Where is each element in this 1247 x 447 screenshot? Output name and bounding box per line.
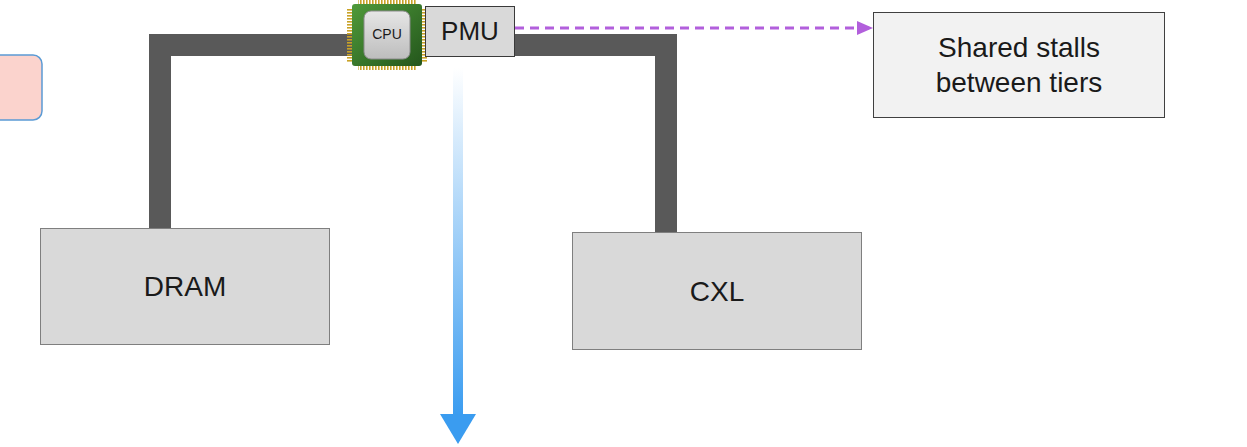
- chip-core: [364, 11, 410, 59]
- node-text: Shared stalls between tiers: [899, 30, 1139, 100]
- partial-callout-box: [0, 55, 42, 120]
- node-text: PMU: [441, 15, 499, 48]
- cpu-chip-icon: [347, 0, 427, 70]
- bus-wire: [515, 45, 666, 232]
- dashed-arrow: [515, 27, 872, 30]
- chip-pins: [347, 8, 352, 62]
- flow-arrow-shaft: [453, 68, 463, 416]
- chip-body: [352, 4, 422, 66]
- memory-tier-box: DRAM: [40, 228, 330, 345]
- note-box: Shared stalls between tiers: [873, 12, 1165, 118]
- node-text: CPU: [372, 26, 402, 44]
- node-text: DRAM: [144, 269, 226, 304]
- flow-arrow-head: [440, 414, 476, 444]
- pmu-box: PMU: [425, 6, 515, 57]
- cpu-core-label: CPU: [365, 12, 409, 58]
- memory-tier-box: CXL: [572, 232, 862, 350]
- node-text: CXL: [690, 274, 744, 309]
- bus-wire: [160, 45, 365, 228]
